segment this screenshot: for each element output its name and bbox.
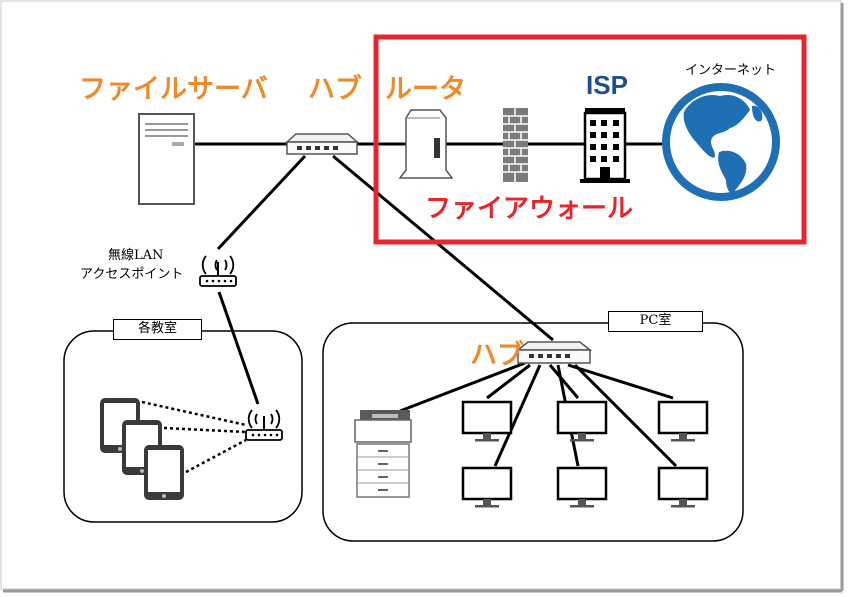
network-links [194,142,678,468]
hub-pc-label: ハブ [470,340,524,371]
isp-label: ISP [586,70,628,100]
hub-icon [285,133,359,155]
security-frame [373,34,807,245]
server-icon [138,113,195,205]
pc-room-tag: PC室 [608,311,703,332]
globe-icon [662,83,780,201]
multifunction-printer-icon [354,410,412,498]
router-icon [398,109,454,179]
wireless-access-point-icon [199,255,237,287]
file-server-label: ファイルサーバ [79,74,268,105]
tablet-icon [144,445,184,500]
classroom-tag: 各教室 [113,319,202,340]
wireless-lan-label: 無線LAN [108,248,164,263]
hub-top-label: ハブ [308,74,362,105]
pc-room-box [322,322,744,542]
firewall-label: ファイアウォール [425,194,634,224]
firewall-brick-icon [503,108,528,182]
hub-icon [515,341,593,364]
internet-label: インターネット [685,63,777,78]
router-label: ルータ [385,74,466,105]
wireless-access-point-icon [245,409,283,441]
isp-building-icon [580,108,630,183]
wireless-links [141,400,247,474]
access-point-label: アクセスポイント [80,267,184,282]
